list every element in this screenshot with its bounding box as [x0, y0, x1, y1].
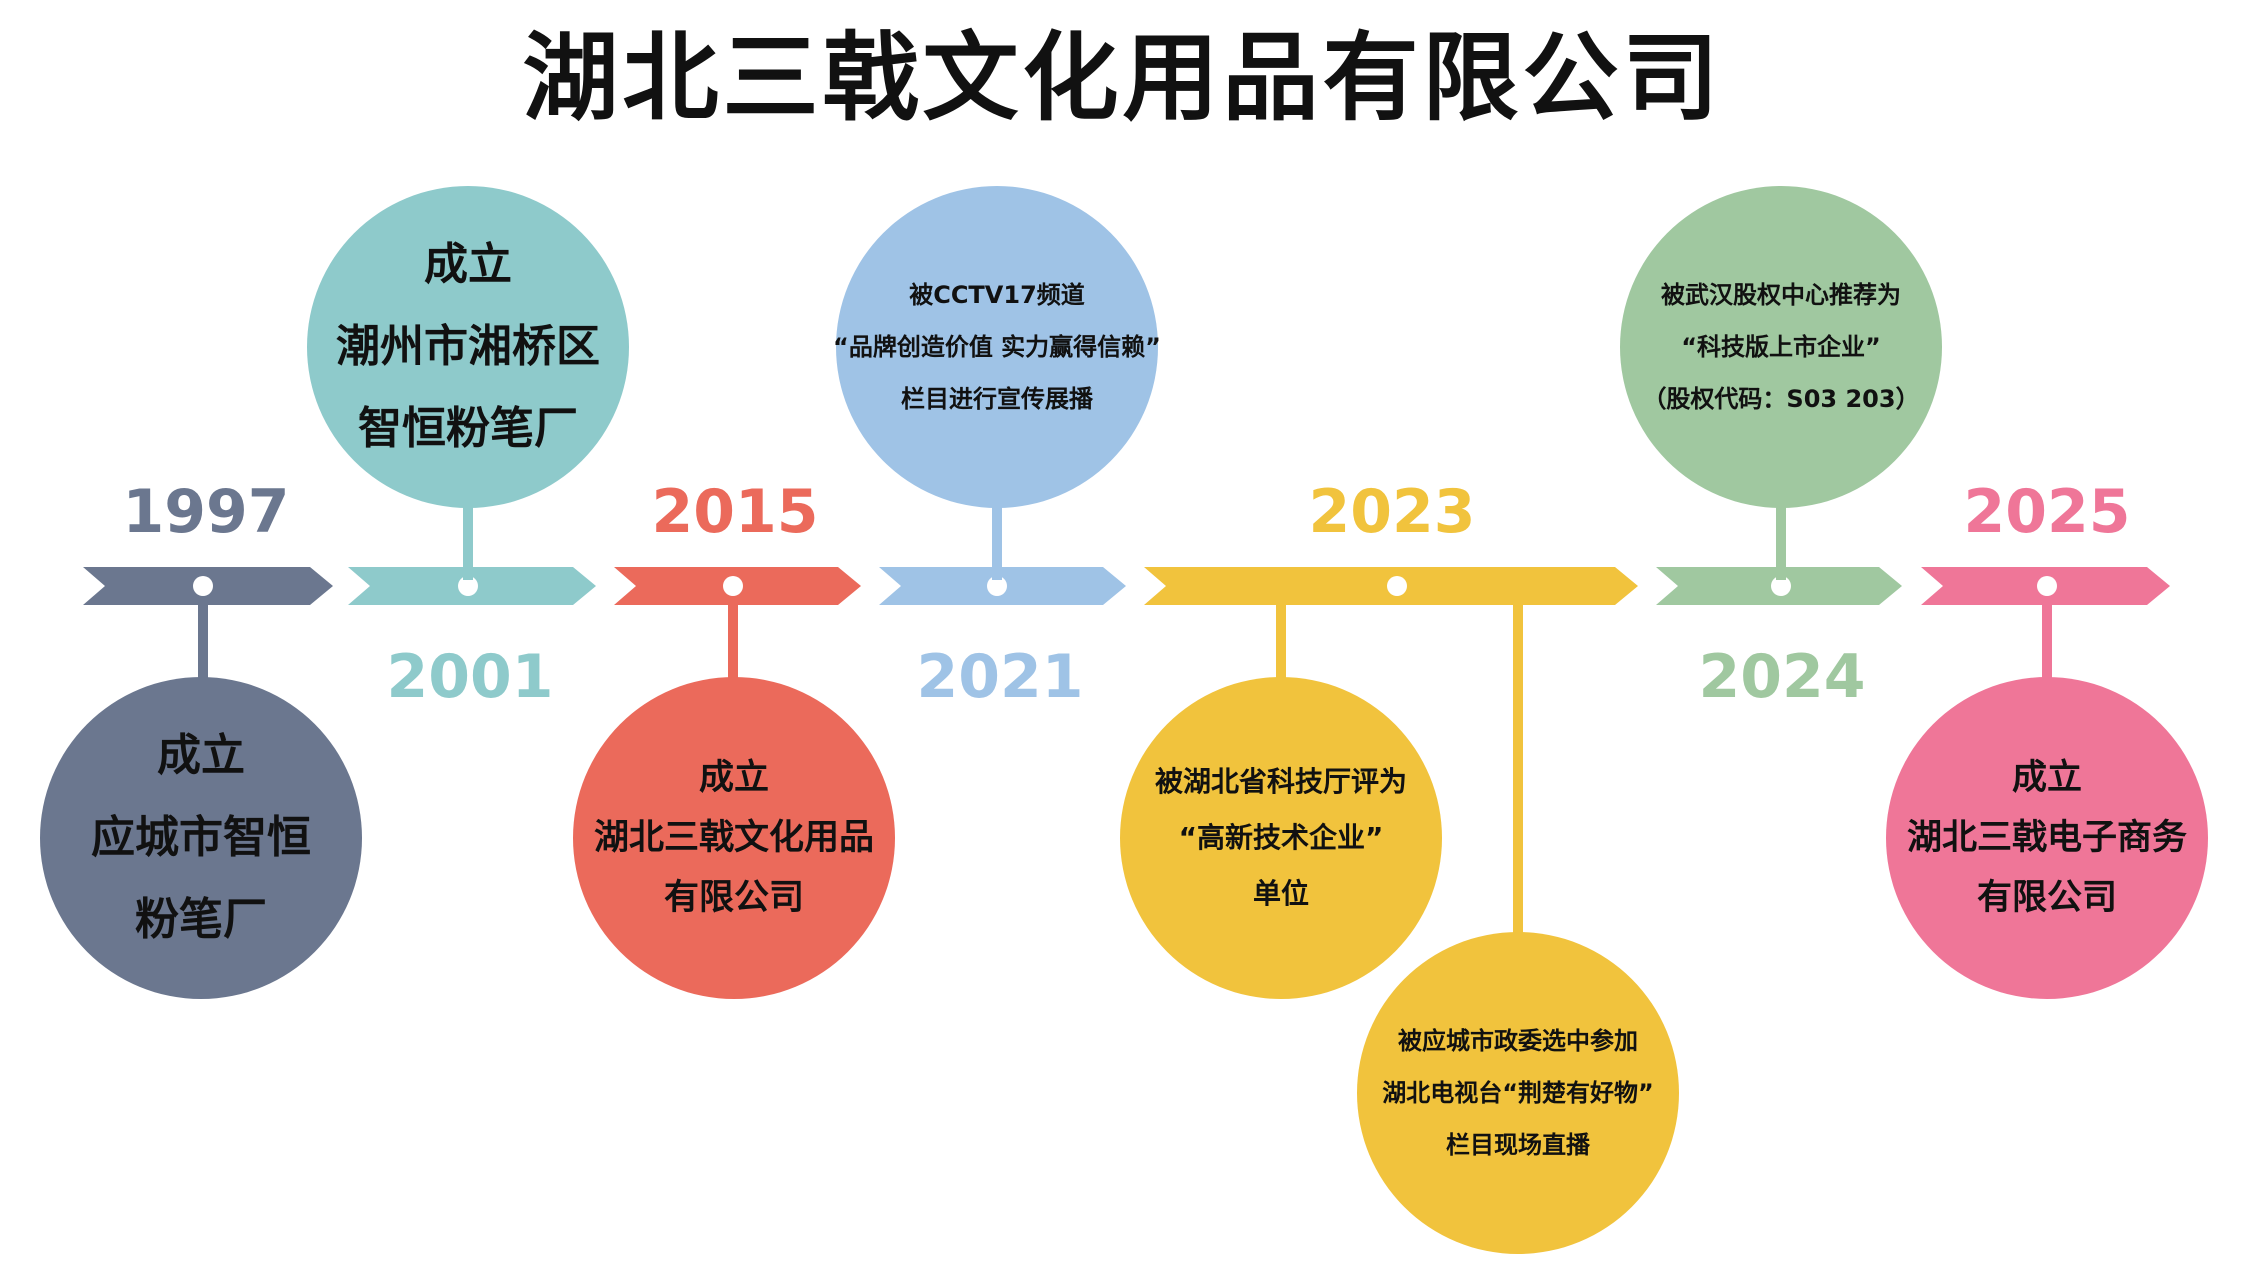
event-line: 栏目现场直播	[1446, 1131, 1590, 1159]
event-line: 智恒粉笔厂	[358, 403, 578, 454]
event-circle-2021: 被CCTV17频道 “品牌创造价值 实力赢得信赖” 栏目进行宣传展播	[833, 186, 1161, 508]
event-line: 湖北三戟电子商务	[1907, 818, 2188, 858]
event-line: 粉笔厂	[135, 894, 267, 945]
event-line: 成立	[157, 730, 245, 781]
event-line: 有限公司	[664, 878, 805, 918]
event-circle-1997: 成立 应城市智恒 粉笔厂	[40, 677, 362, 999]
timeline-dot	[458, 576, 478, 596]
event-line: 成立	[699, 758, 770, 798]
connector-stem-2024	[1776, 502, 1786, 580]
timeline-dot	[1771, 576, 1791, 596]
event-circle-2024: 被武汉股权中心推荐为 “科技版上市企业” （股权代码：S03 203）	[1620, 186, 1942, 508]
year-label-2001: 2001	[386, 642, 554, 712]
event-line: “品牌创造价值 实力赢得信赖”	[833, 333, 1161, 361]
event-circle-2025: 成立 湖北三戟电子商务 有限公司	[1886, 677, 2208, 999]
event-line: “科技版上市企业”	[1681, 333, 1881, 361]
year-label-2021: 2021	[916, 642, 1084, 712]
event-line: 被武汉股权中心推荐为	[1661, 281, 1901, 309]
event-line: 湖北电视台“荆楚有好物”	[1382, 1079, 1654, 1107]
connector-stem-2025	[2042, 598, 2052, 680]
connector-stem-2023b	[1513, 598, 1523, 938]
connector-stem-2023a	[1276, 598, 1286, 680]
event-line: “高新技术企业”	[1178, 821, 1384, 854]
year-label-2024: 2024	[1698, 642, 1866, 712]
event-line: 应城市智恒	[91, 812, 311, 863]
event-line: 被湖北省科技厅评为	[1154, 765, 1407, 798]
timeline-dot	[2037, 576, 2057, 596]
year-label-2015: 2015	[651, 477, 819, 547]
page-title: 湖北三戟文化用品有限公司	[522, 22, 1723, 134]
event-line: 湖北三戟文化用品	[594, 818, 875, 858]
connector-stem-1997	[198, 598, 208, 680]
timeline-dot	[1387, 576, 1407, 596]
event-line: 栏目进行宣传展播	[901, 385, 1093, 413]
event-line: （股权代码：S03 203）	[1642, 385, 1920, 413]
event-line: 潮州市湘桥区	[336, 321, 600, 372]
connector-stem-2001	[463, 502, 473, 580]
year-label-1997: 1997	[122, 477, 290, 547]
event-line: 单位	[1252, 877, 1309, 910]
event-circle-2023b: 被应城市政委选中参加 湖北电视台“荆楚有好物” 栏目现场直播	[1357, 932, 1679, 1254]
event-line: 成立	[424, 239, 512, 290]
event-line: 被CCTV17频道	[909, 281, 1085, 309]
event-circle-2015: 成立 湖北三戟文化用品 有限公司	[573, 677, 895, 999]
event-line: 有限公司	[1977, 878, 2118, 918]
timeline-dot	[987, 576, 1007, 596]
event-line: 被应城市政委选中参加	[1398, 1027, 1638, 1055]
year-label-2025: 2025	[1963, 477, 2131, 547]
timeline-dot	[193, 576, 213, 596]
year-label-2023: 2023	[1308, 477, 1476, 547]
event-circle-2023a: 被湖北省科技厅评为 “高新技术企业” 单位	[1120, 677, 1442, 999]
event-circle-2001: 成立 潮州市湘桥区 智恒粉笔厂	[307, 186, 629, 508]
connector-stem-2021	[992, 502, 1002, 580]
timeline-dot	[723, 576, 743, 596]
connector-stem-2015	[728, 598, 738, 680]
event-line: 成立	[2012, 758, 2083, 798]
